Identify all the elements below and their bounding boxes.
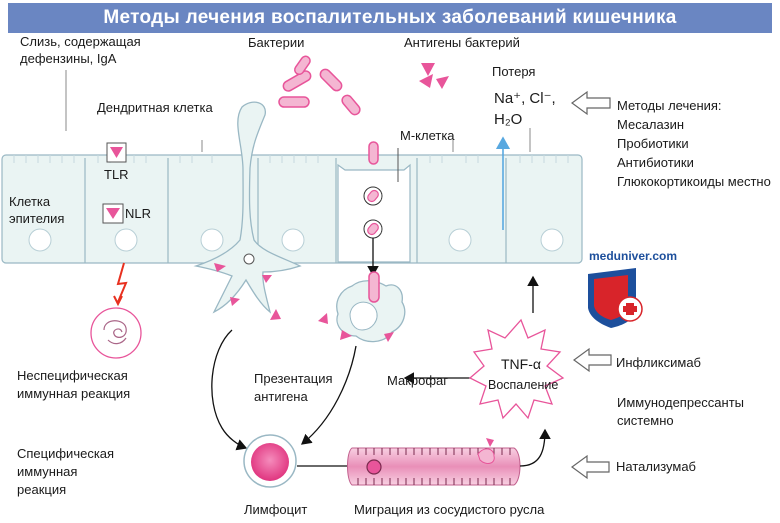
mucus-label-line2: дефензины, IgA bbox=[20, 51, 117, 66]
dendritic-cell bbox=[193, 101, 302, 320]
dendritic-cell-label: Дендритная клетка bbox=[97, 100, 213, 115]
watermark-text: meduniver.com bbox=[589, 249, 678, 263]
treatment-item: Пробиотики bbox=[617, 136, 689, 151]
title-bar: Методы лечения воспалительных заболевани… bbox=[8, 3, 772, 33]
water-label: H₂O bbox=[494, 111, 523, 128]
specific-label-line1: Специфическая bbox=[17, 446, 115, 461]
bacterium-in-vesicle bbox=[363, 186, 383, 239]
nlr-label: NLR bbox=[125, 206, 152, 221]
inflammation-burst bbox=[468, 318, 565, 420]
blood-vessel bbox=[347, 428, 551, 486]
epithelial-cell-label-line1: Клетка bbox=[9, 194, 51, 209]
loss-label: Потеря bbox=[492, 64, 536, 79]
treatment-item: Антибиотики bbox=[617, 155, 694, 170]
meduniver-logo bbox=[588, 268, 643, 328]
tnf-label: TNF-α bbox=[501, 356, 541, 372]
tlr-label: TLR bbox=[104, 167, 129, 182]
migration-label: Миграция из сосудистого русла bbox=[354, 502, 545, 517]
nonspecific-cell bbox=[90, 307, 142, 359]
cell-nuclei bbox=[28, 228, 564, 252]
presentation-label-line2: антигена bbox=[254, 389, 308, 404]
page-title: Методы лечения воспалительных заболевани… bbox=[103, 7, 677, 28]
immunosuppressants-label-line2: системно bbox=[617, 413, 674, 428]
infliximab-label: Инфликсимаб bbox=[616, 355, 701, 370]
bacterial-antigens bbox=[419, 63, 449, 89]
nonspecific-label-line2: иммунная реакция bbox=[17, 386, 131, 401]
bacteria-label: Бактерии bbox=[248, 35, 305, 50]
natalizumab-label: Натализумаб bbox=[616, 459, 696, 474]
m-cell-label: М-клетка bbox=[400, 128, 455, 143]
bacteria bbox=[278, 55, 361, 116]
treatment-item: Месалазин bbox=[617, 117, 685, 132]
epithelium-layer bbox=[1, 154, 583, 264]
bacterial-antigens-label: Антигены бактерий bbox=[404, 35, 520, 50]
treatment-item: Глюкокортикоиды местно bbox=[617, 174, 771, 189]
lymphocyte-cell bbox=[243, 434, 297, 488]
treatment-arrows bbox=[570, 90, 612, 480]
specific-label-line2: иммунная bbox=[17, 464, 78, 479]
mucus-lines bbox=[65, 70, 531, 152]
presentation-label-line1: Презентация bbox=[254, 371, 333, 386]
specific-label-line3: реакция bbox=[17, 482, 67, 497]
lymphocyte-label: Лимфоцит bbox=[244, 502, 308, 517]
macrophage bbox=[318, 271, 406, 343]
epithelial-cell-label-line2: эпителия bbox=[9, 211, 65, 226]
macrophage-label: Макрофаг bbox=[387, 373, 449, 388]
ions-label: Na⁺, Cl⁻, bbox=[494, 90, 556, 107]
m-cell bbox=[337, 141, 411, 277]
mucus-label-line1: Слизь, содержащая bbox=[20, 34, 141, 49]
nonspecific-label-line1: Неспецифическая bbox=[17, 368, 128, 383]
immunosuppressants-label-line1: Иммунодепрессанты bbox=[617, 395, 745, 410]
bacterium-entering bbox=[368, 141, 379, 165]
receptors bbox=[102, 142, 127, 224]
treatments-heading: Методы лечения: bbox=[617, 98, 722, 113]
microvilli bbox=[13, 155, 569, 163]
inflammation-label: Воспаление bbox=[488, 378, 559, 392]
